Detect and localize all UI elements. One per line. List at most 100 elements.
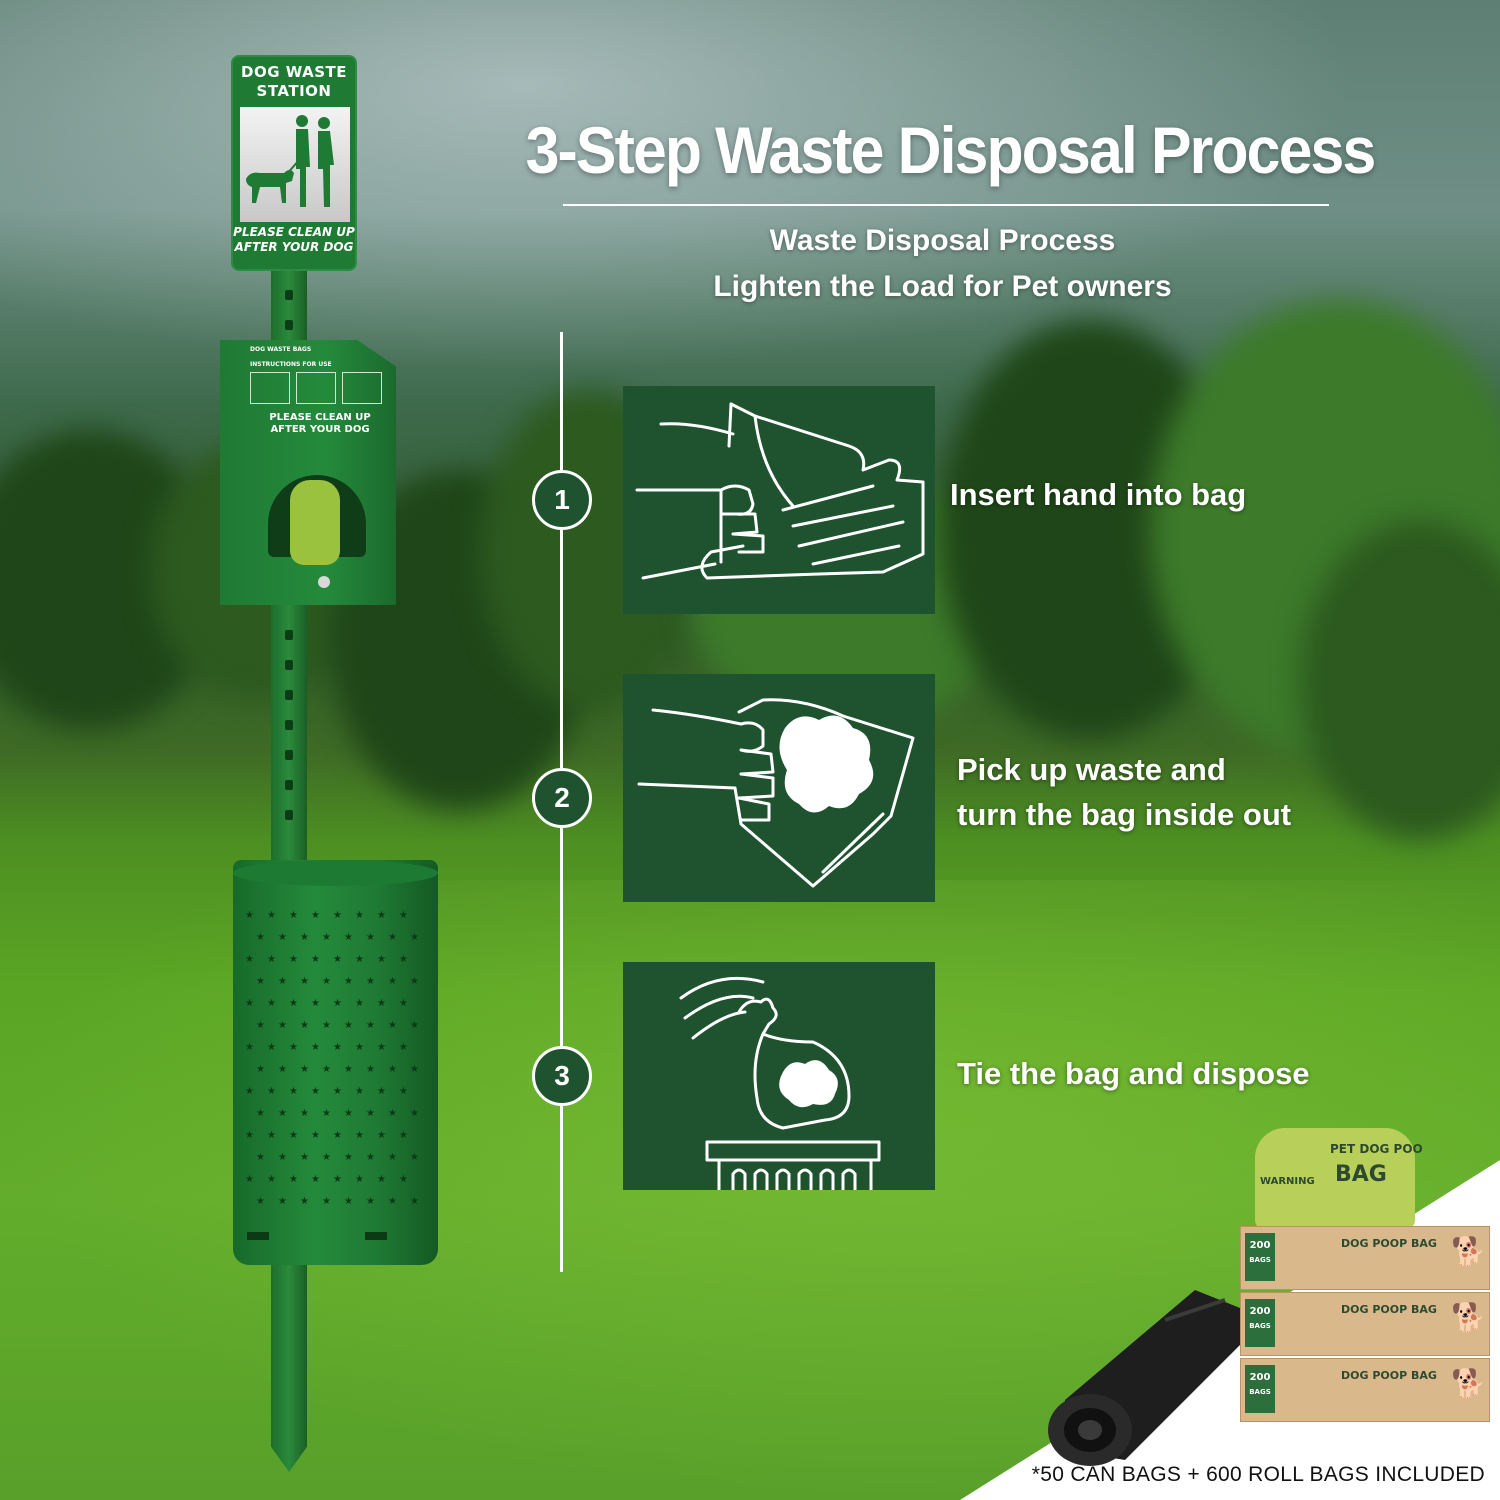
pole-hole: [285, 780, 293, 790]
station-spike: [271, 1262, 307, 1472]
star-perforation-icon: ★: [333, 1042, 342, 1053]
star-perforation-icon: ★: [399, 1130, 408, 1141]
star-perforation-icon: ★: [267, 954, 276, 965]
included-items-footnote: *50 CAN BAGS + 600 ROLL BAGS INCLUDED: [1031, 1463, 1485, 1486]
bin-rim: [233, 860, 438, 886]
star-perforation-icon: ★: [377, 954, 386, 965]
star-perforation-icon: ★: [289, 1174, 298, 1185]
waste-bin: ★★★★★★★★★★★★★★★★★★★★★★★★★★★★★★★★★★★★★★★★…: [233, 860, 438, 1265]
star-perforation-icon: ★: [245, 1042, 254, 1053]
star-perforation-icon: ★: [322, 1020, 331, 1031]
dispenser-heading: DOG WASTE BAGS INSTRUCTIONS FOR USE: [250, 346, 332, 368]
star-perforation-icon: ★: [344, 932, 353, 943]
step-text-line: Pick up waste and: [957, 752, 1226, 787]
bag-warning-text: WARNING: [1260, 1176, 1315, 1187]
star-perforation-icon: ★: [278, 1152, 287, 1163]
star-perforation-icon: ★: [355, 954, 364, 965]
dispensed-bag: [290, 480, 340, 565]
subtitle-line: Lighten the Load for Pet owners: [713, 270, 1172, 303]
box-count-unit: BAGS: [1249, 1388, 1271, 1396]
star-perforation-icon: ★: [410, 976, 419, 987]
star-perforation-icon: ★: [333, 1174, 342, 1185]
star-perforation-icon: ★: [377, 1042, 386, 1053]
star-perforation-icon: ★: [267, 1174, 276, 1185]
sign-footer: PLEASE CLEAN UP AFTER YOUR DOG: [233, 225, 355, 255]
star-perforation-icon: ★: [388, 1196, 397, 1207]
star-perforation-icon: ★: [399, 1174, 408, 1185]
star-perforation-icon: ★: [256, 1108, 265, 1119]
star-perforation-icon: ★: [410, 1020, 419, 1031]
star-perforation-icon: ★: [267, 998, 276, 1009]
star-perforation-icon: ★: [289, 1086, 298, 1097]
dispenser-instructions-title: INSTRUCTIONS FOR USE: [250, 361, 332, 368]
star-perforation-icon: ★: [278, 1020, 287, 1031]
star-perforation-icon: ★: [289, 1042, 298, 1053]
lock-icon: [318, 576, 330, 588]
step-1-text: Insert hand into bag: [950, 472, 1246, 517]
star-perforation-icon: ★: [377, 910, 386, 921]
star-perforation-icon: ★: [333, 998, 342, 1009]
star-perforation-icon: ★: [256, 932, 265, 943]
title-divider: [563, 204, 1329, 206]
star-perforation-icon: ★: [344, 1196, 353, 1207]
pole-hole: [285, 630, 293, 640]
page-title: 3-Step Waste Disposal Process: [525, 113, 1377, 187]
pole-hole: [285, 720, 293, 730]
star-perforation-icon: ★: [366, 1152, 375, 1163]
dispenser-text-line: AFTER YOUR DOG: [270, 424, 370, 435]
star-perforation-icon: ★: [377, 998, 386, 1009]
star-perforation-icon: ★: [300, 1064, 309, 1075]
star-perforation-icon: ★: [311, 1130, 320, 1141]
star-perforation-icon: ★: [311, 998, 320, 1009]
step-1-card: [623, 386, 935, 614]
star-perforation-icon: ★: [245, 954, 254, 965]
dispenser-text-line: PLEASE CLEAN UP: [269, 412, 371, 423]
star-perforation-icon: ★: [289, 954, 298, 965]
star-perforation-icon: ★: [322, 1152, 331, 1163]
star-perforation-icon: ★: [256, 1020, 265, 1031]
star-perforation-icon: ★: [267, 910, 276, 921]
star-perforation-icon: ★: [399, 1042, 408, 1053]
star-perforation-icon: ★: [322, 1064, 331, 1075]
star-perforation-icon: ★: [410, 1152, 419, 1163]
star-perforation-icon: ★: [311, 954, 320, 965]
step-text-line: turn the bag inside out: [957, 797, 1292, 832]
star-perforation-icon: ★: [311, 1042, 320, 1053]
step-text-line: Tie the bag and dispose: [957, 1056, 1310, 1091]
pole-hole: [285, 290, 293, 300]
dispenser-text: PLEASE CLEAN UP AFTER YOUR DOG: [250, 412, 390, 436]
step-1-number: 1: [532, 470, 592, 530]
page-subtitle: Waste Disposal Process Lighten the Load …: [560, 218, 1325, 310]
star-perforation-icon: ★: [256, 976, 265, 987]
box-label: DOG POOP BAG: [1341, 1369, 1437, 1382]
star-perforation-icon: ★: [366, 1196, 375, 1207]
star-perforation-icon: ★: [300, 1020, 309, 1031]
can-bag-roll-image: [1048, 1290, 1245, 1466]
star-perforation-icon: ★: [322, 1196, 331, 1207]
star-perforation-icon: ★: [300, 1108, 309, 1119]
star-perforation-icon: ★: [399, 1086, 408, 1097]
star-perforation-icon: ★: [256, 1152, 265, 1163]
star-perforation-icon: ★: [322, 1108, 331, 1119]
roll-bag-pack: WARNING PET DOG POO BAG: [1255, 1128, 1423, 1230]
star-perforation-icon: ★: [311, 1086, 320, 1097]
star-perforation-icon: ★: [355, 1174, 364, 1185]
step-text-line: Insert hand into bag: [950, 477, 1247, 512]
star-perforation-icon: ★: [300, 1196, 309, 1207]
box-count-unit: BAGS: [1249, 1256, 1271, 1264]
star-perforation-icon: ★: [344, 1152, 353, 1163]
dog-icon: 🐕: [1451, 1301, 1486, 1334]
star-perforation-icon: ★: [399, 910, 408, 921]
star-perforation-icon: ★: [366, 976, 375, 987]
star-perforation-icon: ★: [388, 932, 397, 943]
star-perforation-icon: ★: [355, 1130, 364, 1141]
star-perforation-icon: ★: [322, 932, 331, 943]
instruction-icon: [296, 372, 336, 404]
star-perforation-icon: ★: [377, 1086, 386, 1097]
star-perforation-icon: ★: [388, 976, 397, 987]
star-perforation-icon: ★: [245, 1086, 254, 1097]
tie-and-dispose-icon: [679, 976, 881, 1190]
pole-hole: [285, 810, 293, 820]
